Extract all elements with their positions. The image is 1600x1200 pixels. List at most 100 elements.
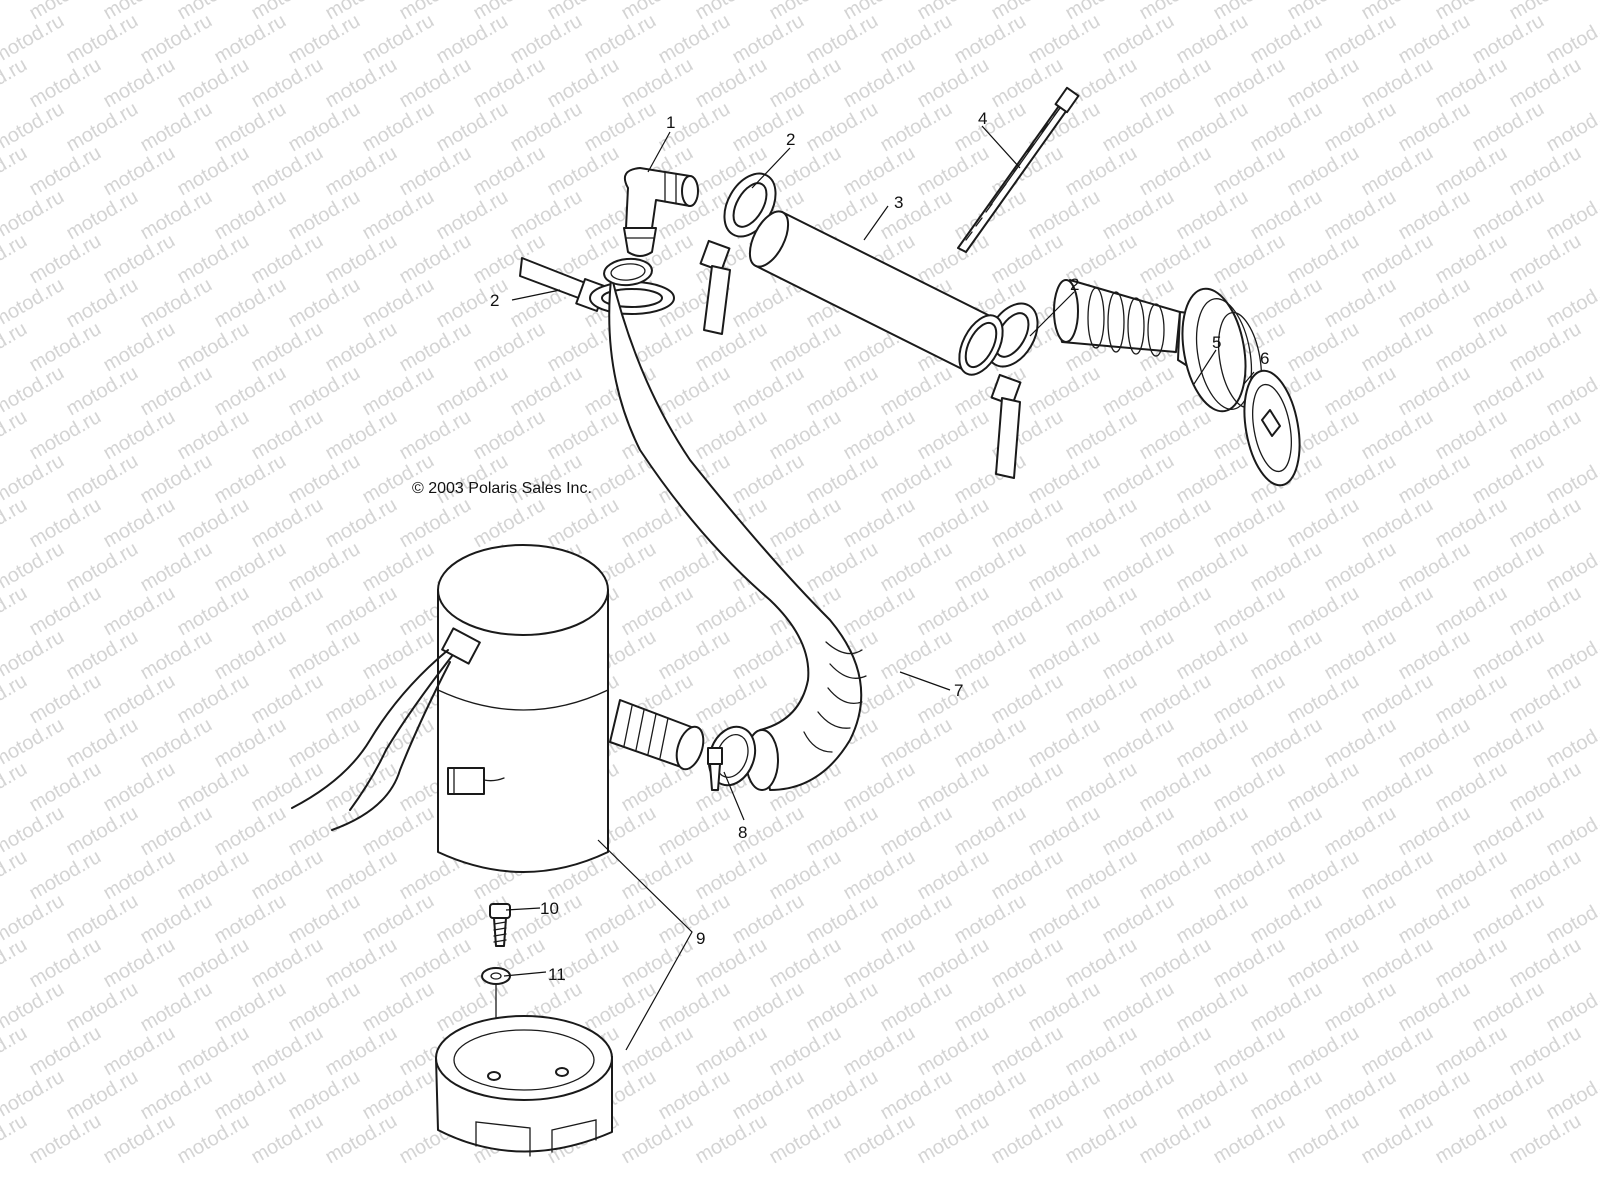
watermark-text: motod.ru [1062,406,1141,465]
watermark-text: motod.ru [1469,186,1548,245]
watermark-text: motod.ru [766,1022,845,1081]
watermark-text: motod.ru [1173,802,1252,861]
watermark-text: motod.ru [396,142,475,201]
watermark-text: motod.ru [0,846,31,905]
watermark-text: motod.ru [1358,758,1437,817]
watermark-text: motod.ru [26,1110,105,1169]
watermark-text: motod.ru [1284,758,1363,817]
watermark-text: motod.ru [248,142,327,201]
watermark-text: motod.ru [1025,538,1104,597]
watermark-text: motod.ru [26,230,105,289]
watermark-text: motod.ru [359,1066,438,1125]
watermark-text: motod.ru [322,406,401,465]
watermark-text: motod.ru [951,626,1030,685]
watermark-text: motod.ru [1358,934,1437,993]
watermark-text: motod.ru [1395,978,1474,1037]
watermark-text: motod.ru [1210,934,1289,993]
watermark-text: motod.ru [1062,846,1141,905]
watermark-text: motod.ru [63,10,142,69]
watermark-text: motod.ru [1358,142,1437,201]
watermark-text: motod.ru [692,54,771,113]
watermark-text: motod.ru [1284,1022,1363,1081]
watermark-text: motod.ru [470,142,549,201]
watermark-text: motod.ru [1173,186,1252,245]
callout-2-mid: 2 [786,130,795,149]
watermark-text: motod.ru [803,538,882,597]
watermark-text: motod.ru [137,450,216,509]
watermark-text: motod.ru [1062,1110,1141,1169]
watermark-text: motod.ru [1321,890,1400,949]
watermark-text: motod.ru [1025,1066,1104,1125]
watermark-text: motod.ru [26,758,105,817]
callout-7: 7 [954,681,963,700]
watermark-text: motod.ru [988,494,1067,553]
watermark-text: motod.ru [1358,1022,1437,1081]
watermark-text: motod.ru [507,362,586,421]
watermark-text: motod.ru [803,450,882,509]
watermark-text: motod.ru [1506,142,1585,201]
watermark-text: motod.ru [840,406,919,465]
watermark-text: motod.ru [1506,670,1585,729]
watermark-text: motod.ru [433,10,512,69]
watermark-text: motod.ru [1136,494,1215,553]
watermark-text: motod.ru [655,978,734,1037]
part-bilge-pump [291,544,609,873]
watermark-text: motod.ru [1210,494,1289,553]
watermark-text: motod.ru [988,670,1067,729]
callout-10: 10 [540,899,559,918]
watermark-text: motod.ru [803,362,882,421]
watermark-text: motod.ru [1247,1066,1326,1125]
watermark-text: motod.ru [0,934,31,993]
callout-11: 11 [548,965,566,984]
watermark-text: motod.ru [1469,98,1548,157]
watermark-text: motod.ru [26,318,105,377]
callout-3: 3 [894,193,903,212]
callout-1: 1 [666,113,675,132]
watermark-text: motod.ru [0,142,31,201]
watermark-text: motod.ru [322,1110,401,1169]
watermark-text: motod.ru [0,0,31,24]
watermark-text: motod.ru [1395,1066,1474,1125]
watermark-text: motod.ru [1136,758,1215,817]
watermark-text: motod.ru [1099,714,1178,773]
watermark-text: motod.ru [0,494,31,553]
watermark-text: motod.ru [1321,186,1400,245]
watermark-text: motod.ru [1247,98,1326,157]
watermark-text: motod.ru [174,230,253,289]
watermark-text: motod.ru [322,670,401,729]
watermark-text: motod.ru [63,274,142,333]
watermark-text: motod.ru [63,802,142,861]
watermark-text: motod.ru [100,846,179,905]
watermark-text: motod.ru [507,186,586,245]
watermark-text: motod.ru [692,670,771,729]
watermark-text: motod.ru [26,1022,105,1081]
watermark-text: motod.ru [914,230,993,289]
watermark-text: motod.ru [470,54,549,113]
watermark-text: motod.ru [359,714,438,773]
watermark-text: motod.ru [100,54,179,113]
watermark-text: motod.ru [1321,450,1400,509]
watermark-text: motod.ru [1506,582,1585,641]
watermark-text: motod.ru [396,406,475,465]
watermark-text: motod.ru [100,318,179,377]
watermark-text: motod.ru [692,318,771,377]
watermark-text: motod.ru [1173,98,1252,157]
watermark-text: motod.ru [137,802,216,861]
watermark-text: motod.ru [951,714,1030,773]
callout-2-right: 2 [1070,275,1079,294]
watermark-layer: motod.rumotod.rumotod.rumotod.rumotod.ru… [0,0,1600,1168]
part-screw [489,903,511,947]
watermark-text: motod.ru [100,142,179,201]
watermark-text: motod.ru [1062,142,1141,201]
watermark-text: motod.ru [1210,142,1289,201]
watermark-text: motod.ru [1247,538,1326,597]
watermark-text: motod.ru [1395,186,1474,245]
watermark-text: motod.ru [0,758,31,817]
watermark-text: motod.ru [285,98,364,157]
watermark-text: motod.ru [1321,1066,1400,1125]
watermark-text: motod.ru [1136,406,1215,465]
watermark-text: motod.ru [396,934,475,993]
callout-6: 6 [1260,349,1269,368]
watermark-text: motod.ru [0,54,31,113]
watermark-text: motod.ru [211,450,290,509]
